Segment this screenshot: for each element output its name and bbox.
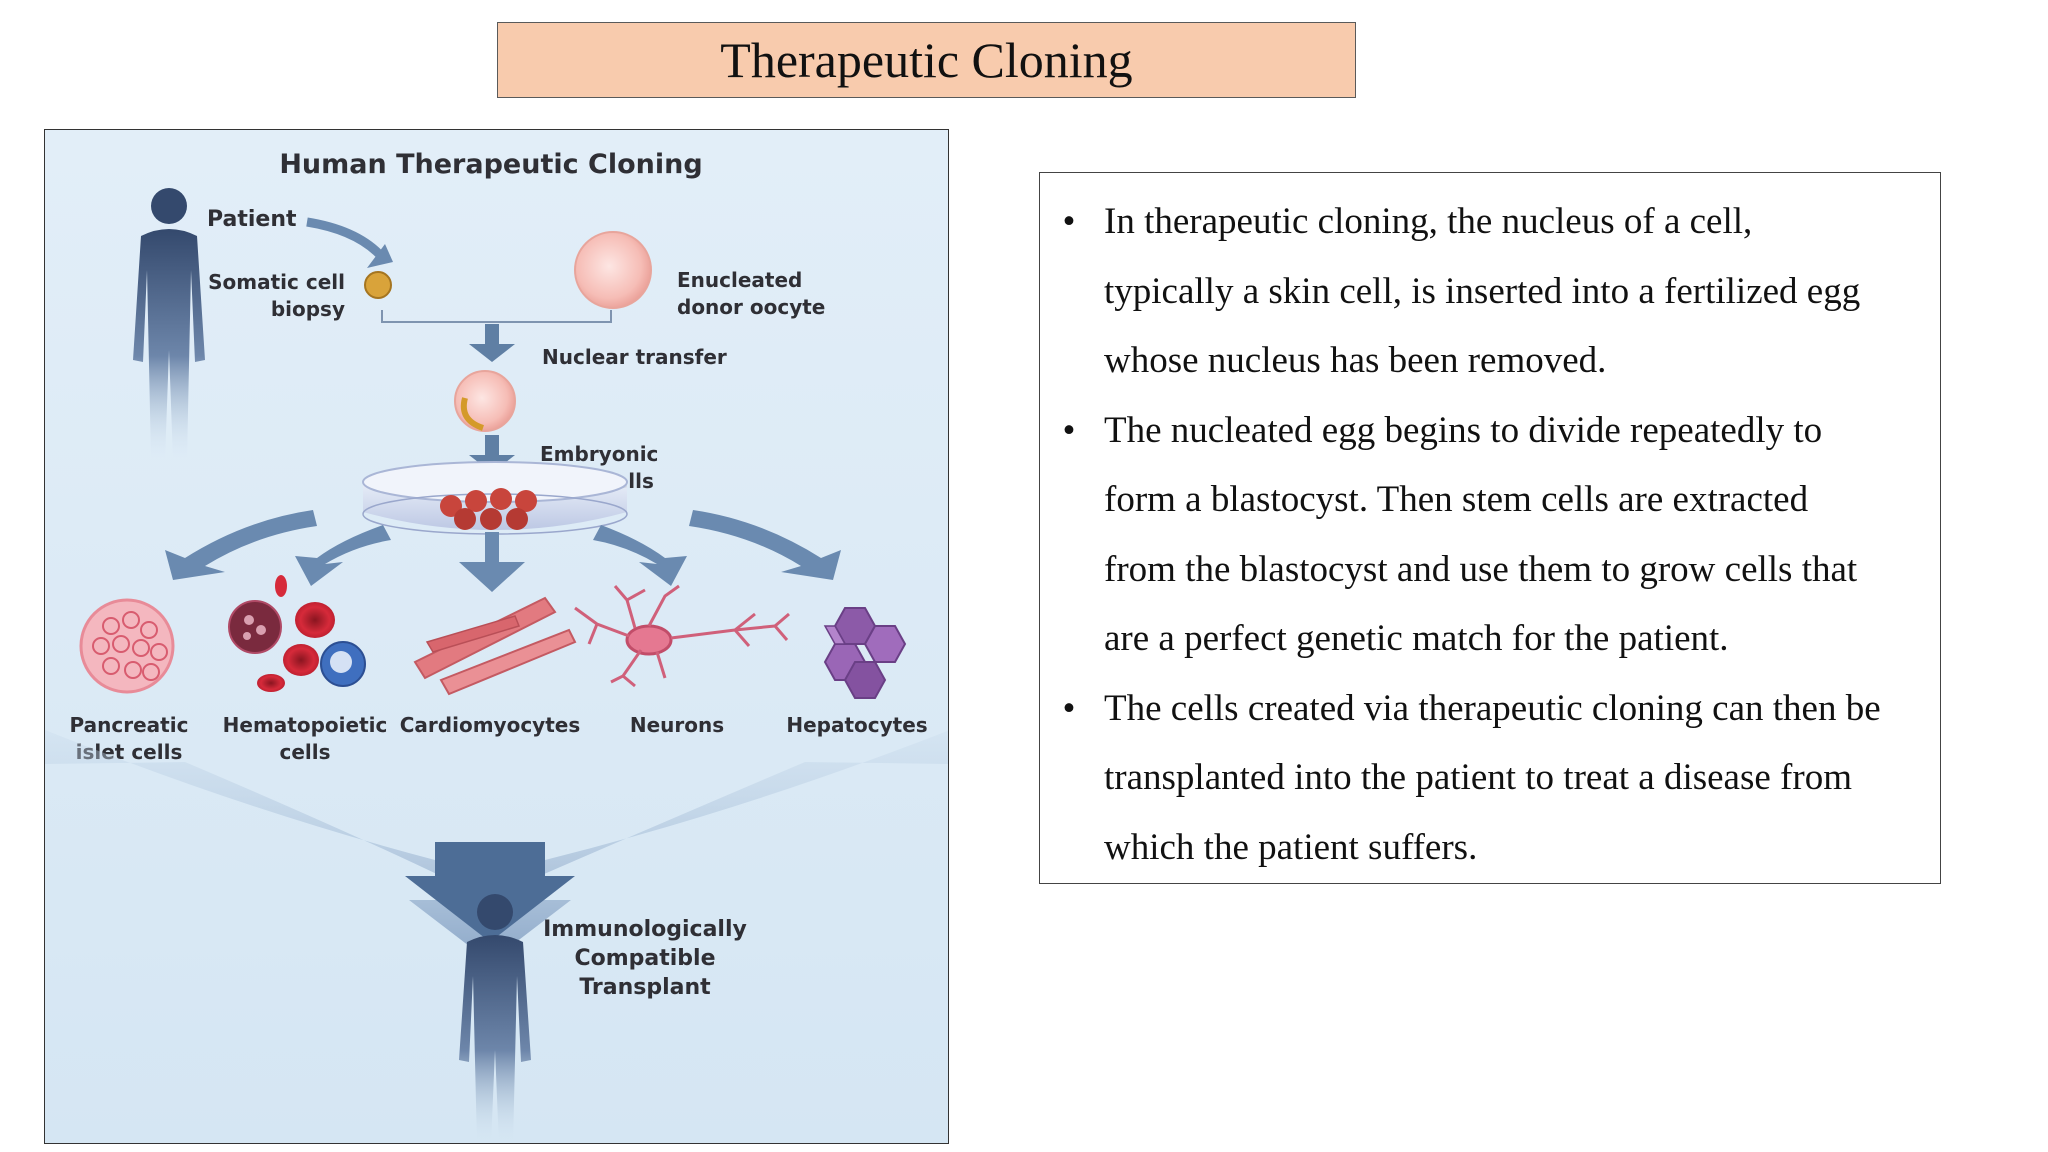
- bullet-text: typically a skin cell, is inserted into …: [1104, 270, 1861, 312]
- oocyte-label-2: donor oocyte: [677, 295, 825, 319]
- hemato-label-2: cells: [279, 740, 330, 764]
- cardiomyocytes: [413, 596, 577, 696]
- slide-title-box: Therapeutic Cloning: [497, 22, 1356, 98]
- neuron: [574, 584, 790, 688]
- transplant-label-3: Transplant: [579, 975, 711, 1000]
- bullet-marker: •: [1062, 409, 1076, 451]
- fan-arrow-4: [593, 525, 687, 586]
- slide-title: Therapeutic Cloning: [720, 32, 1133, 88]
- dish-arrow-shaft: [485, 435, 499, 457]
- bullet-line: • In therapeutic cloning, the nucleus of …: [1054, 187, 1920, 257]
- transplant-label-2: Compatible: [574, 946, 715, 971]
- bullet-text: are a perfect genetic match for the pati…: [1104, 618, 1729, 659]
- patient-label: Patient: [207, 207, 297, 232]
- bullet-text-box: • In therapeutic cloning, the nucleus of …: [1039, 172, 1941, 884]
- pancreatic-label-1: Pancreatic: [70, 713, 189, 737]
- bullet-text: from the blastocyst and use them to grow…: [1104, 548, 1858, 590]
- nuclear-transfer-label: Nuclear transfer: [542, 345, 727, 369]
- bullet-marker: •: [1062, 201, 1076, 242]
- bullet-text: whose nucleus has been removed.: [1104, 340, 1607, 381]
- transplant-label-1: Immunologically: [543, 917, 747, 942]
- bullet-line: whose nucleus has been removed.: [1054, 326, 1920, 396]
- nucleated-egg: [454, 370, 516, 432]
- bullet-line: • The cells created via therapeutic cloni…: [1054, 674, 1920, 744]
- cardio-label: Cardiomyocytes: [400, 713, 581, 737]
- bullet-text: form a blastocyst. Then stem cells are e…: [1104, 479, 1809, 520]
- bullet-line: from the blastocyst and use them to grow…: [1054, 535, 1920, 605]
- hepatocytes: [823, 607, 907, 699]
- hematopoietic-cells: [228, 575, 366, 692]
- fan-arrow-3: [459, 532, 525, 592]
- bullet-text: which the patient suffers.: [1104, 826, 1478, 868]
- transplant-arrow: [405, 842, 575, 942]
- fan-arrow-2: [295, 525, 391, 586]
- fan-arrows: [165, 510, 841, 592]
- embryonic-label-1: Embryonic: [540, 442, 658, 466]
- pancreatic-islet-cells: [79, 598, 175, 694]
- bullet-text: The nucleated egg begins to divide repea…: [1104, 409, 1823, 451]
- patient-arrow-head: [367, 244, 393, 268]
- bullet-line: typically a skin cell, is inserted into …: [1054, 257, 1920, 327]
- somatic-label-2: biopsy: [271, 297, 345, 321]
- bullet-text: transplanted into the patient to treat a…: [1104, 757, 1852, 798]
- enucleated-oocyte: [574, 231, 652, 309]
- bullet-line: • The nucleated egg begins to divide repe…: [1054, 396, 1920, 466]
- bullet-marker: •: [1062, 687, 1076, 729]
- cloning-diagram: Human Therapeutic Cloning Patient Somati…: [44, 129, 949, 1144]
- bullet-line: are a perfect genetic match for the pati…: [1054, 604, 1920, 674]
- cloning-diagram-svg: Human Therapeutic Cloning Patient Somati…: [45, 130, 948, 1143]
- transfer-connector: [381, 310, 612, 323]
- hepato-label: Hepatocytes: [786, 713, 927, 737]
- nuclear-arrow-shaft: [485, 324, 499, 346]
- bullet-line: which the patient suffers.: [1054, 813, 1920, 883]
- bullet-line: form a blastocyst. Then stem cells are e…: [1054, 465, 1920, 535]
- patient-figure: [133, 188, 205, 460]
- diagram-title: Human Therapeutic Cloning: [279, 149, 702, 180]
- bullet-text: In therapeutic cloning, the nucleus of a…: [1104, 201, 1753, 242]
- bullet-list: • In therapeutic cloning, the nucleus of …: [1054, 187, 1920, 882]
- bullet-line: transplanted into the patient to treat a…: [1054, 743, 1920, 813]
- somatic-label-1: Somatic cell: [208, 270, 345, 294]
- hemato-label-1: Hematopoietic: [223, 713, 388, 737]
- egg-nucleus: [460, 397, 485, 431]
- oocyte-label-1: Enucleated: [677, 268, 802, 292]
- transplant-figure: [459, 894, 531, 1143]
- patient-arrow: [306, 217, 385, 260]
- fan-arrow-1: [165, 510, 317, 580]
- neurons-label: Neurons: [630, 713, 724, 737]
- bullet-text: The cells created via therapeutic clonin…: [1104, 687, 1881, 729]
- nuclear-arrow-head: [469, 344, 515, 362]
- somatic-cell: [364, 271, 392, 299]
- fan-arrow-5: [689, 510, 841, 580]
